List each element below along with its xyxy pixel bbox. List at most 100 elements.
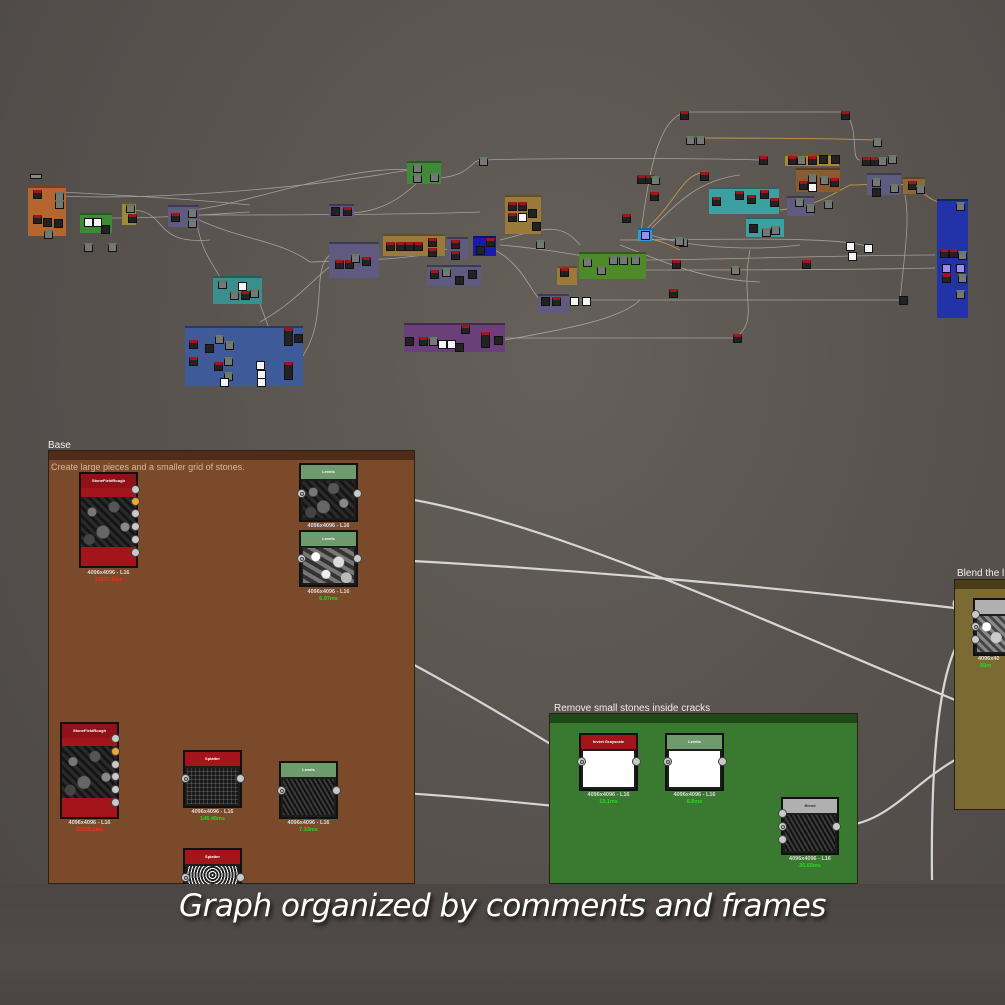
overview-node[interactable] bbox=[455, 276, 464, 285]
overview-node[interactable] bbox=[899, 296, 908, 305]
overview-node[interactable] bbox=[101, 225, 110, 234]
overview-node[interactable] bbox=[413, 164, 422, 173]
overview-node[interactable] bbox=[442, 268, 451, 277]
output-port[interactable] bbox=[131, 548, 140, 557]
overview-node[interactable] bbox=[528, 209, 537, 218]
overview-node[interactable] bbox=[680, 111, 689, 120]
overview-node[interactable] bbox=[430, 270, 439, 279]
overview-node[interactable] bbox=[916, 185, 925, 194]
overview-node[interactable] bbox=[189, 340, 198, 349]
overview-node[interactable] bbox=[30, 174, 42, 179]
overview-node[interactable] bbox=[494, 336, 503, 345]
overview-node[interactable] bbox=[541, 297, 550, 306]
frame-base-header[interactable] bbox=[49, 451, 414, 460]
overview-node[interactable] bbox=[650, 192, 659, 201]
output-port[interactable] bbox=[131, 497, 140, 506]
overview-node[interactable] bbox=[609, 256, 618, 265]
overview-node[interactable] bbox=[733, 334, 742, 343]
node-splatter[interactable]: Splatter bbox=[183, 848, 242, 884]
overview-node[interactable] bbox=[808, 156, 817, 165]
overview-node[interactable] bbox=[413, 174, 422, 183]
overview-node[interactable] bbox=[93, 218, 102, 227]
overview-node[interactable] bbox=[54, 219, 63, 228]
overview-node[interactable] bbox=[230, 291, 239, 300]
overview-node[interactable] bbox=[552, 297, 561, 306]
overview-node[interactable] bbox=[771, 226, 780, 235]
overview-node[interactable] bbox=[218, 280, 227, 289]
overview-node[interactable] bbox=[942, 274, 951, 283]
overview-node[interactable] bbox=[250, 289, 259, 298]
overview-node[interactable] bbox=[419, 337, 428, 346]
output-port[interactable] bbox=[111, 747, 120, 756]
input-port[interactable] bbox=[181, 774, 190, 783]
overview-node[interactable] bbox=[958, 274, 967, 283]
overview-node[interactable] bbox=[619, 256, 628, 265]
overview-node[interactable] bbox=[949, 249, 958, 258]
overview-node[interactable] bbox=[44, 230, 53, 239]
overview-node[interactable] bbox=[128, 214, 137, 223]
output-port[interactable] bbox=[718, 757, 727, 766]
overview-node[interactable] bbox=[386, 242, 395, 251]
output-port[interactable] bbox=[236, 873, 245, 882]
output-port[interactable] bbox=[111, 760, 120, 769]
overview-node[interactable] bbox=[583, 258, 592, 267]
overview-node[interactable] bbox=[414, 242, 423, 251]
node-splatter[interactable]: Splatter bbox=[183, 750, 242, 808]
overview-node[interactable] bbox=[238, 282, 247, 291]
overview-node[interactable] bbox=[351, 254, 360, 263]
overview-node[interactable] bbox=[631, 256, 640, 265]
overview-node[interactable] bbox=[873, 138, 882, 147]
overview-node[interactable] bbox=[451, 240, 460, 249]
overview-node[interactable] bbox=[43, 218, 52, 227]
overview-node[interactable] bbox=[508, 213, 517, 222]
overview-node[interactable] bbox=[712, 197, 721, 206]
overview-frame[interactable] bbox=[185, 326, 303, 386]
overview-node[interactable] bbox=[188, 209, 197, 218]
overview-node[interactable] bbox=[468, 270, 477, 279]
overview-node[interactable] bbox=[428, 238, 437, 247]
overview-node[interactable] bbox=[731, 266, 740, 275]
output-port[interactable] bbox=[131, 535, 140, 544]
overview-node[interactable] bbox=[795, 198, 804, 207]
overview-node[interactable] bbox=[940, 249, 949, 258]
overview-node[interactable] bbox=[872, 178, 881, 187]
overview-node[interactable] bbox=[956, 202, 965, 211]
overview-node[interactable] bbox=[189, 357, 198, 366]
output-port[interactable] bbox=[111, 785, 120, 794]
output-port[interactable] bbox=[353, 489, 362, 498]
overview-node[interactable] bbox=[405, 242, 414, 251]
overview-node[interactable] bbox=[532, 222, 541, 231]
overview-node[interactable] bbox=[455, 343, 464, 352]
overview-node[interactable] bbox=[220, 378, 229, 387]
output-port[interactable] bbox=[131, 485, 140, 494]
overview-node[interactable] bbox=[956, 264, 965, 273]
input-port[interactable] bbox=[297, 554, 306, 563]
output-port[interactable] bbox=[111, 772, 120, 781]
overview-node[interactable] bbox=[747, 195, 756, 204]
overview-node[interactable] bbox=[846, 242, 855, 251]
overview-node[interactable] bbox=[770, 198, 779, 207]
node-blend[interactable]: Blend bbox=[781, 797, 839, 855]
node-invert-grayscale[interactable]: Invert Grayscale bbox=[579, 733, 638, 791]
overview-node[interactable] bbox=[481, 332, 490, 348]
frame-remove-header[interactable] bbox=[550, 714, 857, 723]
overview-node[interactable] bbox=[749, 224, 758, 233]
overview-node[interactable] bbox=[331, 207, 340, 216]
overview-node[interactable] bbox=[806, 204, 815, 213]
overview-node[interactable] bbox=[570, 297, 579, 306]
overview-node[interactable] bbox=[819, 155, 828, 164]
overview-node[interactable] bbox=[284, 362, 293, 380]
input-port[interactable] bbox=[277, 786, 286, 795]
overview-node[interactable] bbox=[461, 325, 470, 334]
overview-node[interactable] bbox=[735, 191, 744, 200]
overview-node[interactable] bbox=[294, 334, 303, 343]
overview-node[interactable] bbox=[872, 188, 881, 197]
overview-node[interactable] bbox=[224, 357, 233, 366]
output-port[interactable] bbox=[111, 798, 120, 807]
overview-node[interactable] bbox=[808, 183, 817, 192]
overview-node[interactable] bbox=[215, 335, 224, 344]
overview-node[interactable] bbox=[622, 214, 631, 223]
overview-node[interactable] bbox=[669, 289, 678, 298]
overview-node[interactable] bbox=[428, 248, 437, 257]
overview-node[interactable] bbox=[808, 174, 817, 183]
